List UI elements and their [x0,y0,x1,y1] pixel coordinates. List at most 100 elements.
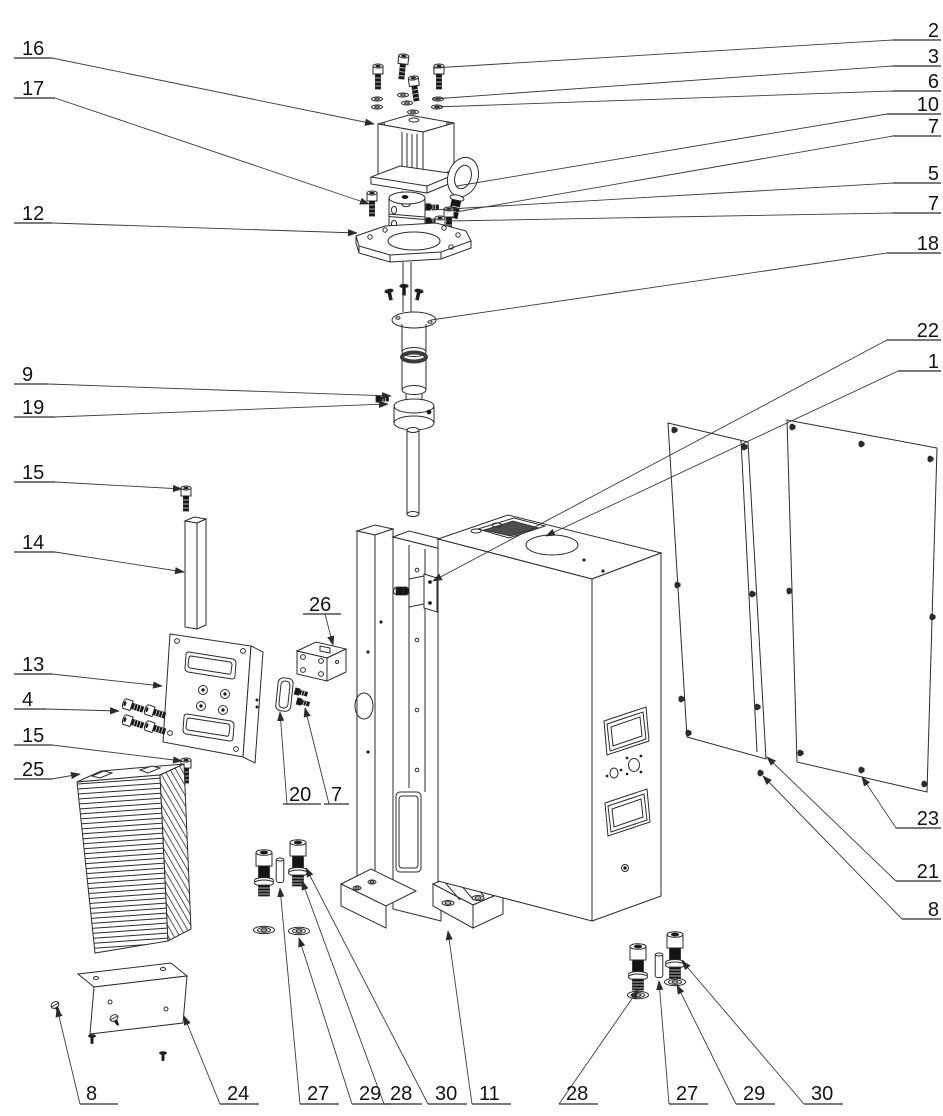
callout-5: 5 [431,163,941,211]
part-number-label: 7 [928,193,939,215]
callout-8: 8 [55,1007,118,1105]
callout-19: 19 [14,397,389,419]
part-number-label: 4 [22,689,33,711]
part-number-label: 26 [309,594,331,616]
part-number-label: 21 [917,861,939,883]
callout-4: 4 [14,689,120,715]
callout-9: 9 [14,364,392,400]
part-number-label: 19 [22,397,44,419]
leader-line [277,711,288,805]
part-number-label: 28 [390,1083,412,1105]
eye-bolt [446,156,480,220]
leader-line [676,984,737,1105]
leader-line [455,135,894,213]
part-number-label: 30 [435,1083,457,1105]
part-number-label: 7 [928,116,939,138]
leader-line [55,1007,81,1105]
part-number-label: 18 [917,233,939,255]
part-number-label: 28 [566,1083,588,1105]
mounting-plate [162,633,264,764]
callout-25: 25 [14,759,81,781]
leader-line [456,113,888,187]
leader-line [301,880,385,1105]
leader-line [51,57,375,126]
callout-26: 26 [303,594,341,646]
part-number-label: 15 [22,725,44,747]
callout-28: 28 [558,989,639,1105]
callout-27: 27 [656,980,708,1105]
leader-line [54,481,183,493]
part-number-label: 27 [676,1083,698,1105]
callout-17: 17 [14,78,370,205]
leader-line [51,744,183,764]
part-number-label: 16 [22,38,44,60]
leader-line [45,707,120,715]
callout-29: 29 [298,937,391,1105]
callout-1: 1 [545,351,941,537]
part-number-label: 11 [479,1083,500,1105]
leader-line [656,980,670,1105]
callout-29: 29 [676,984,775,1105]
guide-bar [183,516,208,630]
leader-line [54,400,389,418]
part-number-label: 23 [917,808,939,830]
callout-7: 7 [303,707,349,806]
part-number-label: 27 [307,1083,329,1105]
leader-line [558,989,639,1105]
main-enclosure [436,514,663,922]
part-number-label: 22 [917,320,939,342]
callout-15: 15 [14,462,183,493]
part-number-label: 24 [227,1083,249,1105]
callout-28: 28 [301,880,422,1105]
part-number-label: 9 [22,364,33,386]
leader-line [431,182,894,211]
callout-30: 30 [681,960,843,1105]
part-number-label: 8 [928,899,939,921]
side-panel-outer [786,419,938,793]
callout-15: 15 [14,725,183,764]
top-screw-set [371,52,445,115]
callout-3: 3 [432,46,941,100]
callout-16: 16 [14,38,375,126]
block-26 [295,641,348,682]
part-number-label: 29 [359,1083,381,1105]
leader-line [183,1015,221,1105]
leader-line [277,887,301,1105]
leader-line [54,97,370,205]
part-number-label: 10 [917,94,939,116]
part-number-label: 29 [743,1083,765,1105]
leader-line [762,775,903,920]
fastener-set-right [627,931,686,1000]
leader-line [434,90,894,108]
part-number-label: 14 [22,532,44,554]
finned-heatsink [76,763,192,954]
leader-line [51,222,358,237]
leader-line [51,772,81,780]
callout-6: 6 [434,71,941,108]
leader-line [324,613,335,646]
part-number-label: 8 [86,1083,97,1105]
leader-line [432,39,894,69]
cover-20 [275,677,294,712]
callout-7: 7 [446,193,941,222]
part-number-label: 20 [289,784,311,806]
leader-line [430,252,888,321]
front-bracket [76,962,189,1035]
screws-4 [120,697,168,737]
callout-27: 27 [277,887,339,1105]
screws-7-small [293,687,311,708]
part-number-label: 30 [811,1083,833,1105]
leader-line [305,867,429,1105]
leader-line [545,370,899,537]
part-number-label: 1 [928,351,939,373]
leader-line [54,551,185,575]
leader-line [445,930,473,1105]
callout-11: 11 [445,930,511,1105]
callout-20: 20 [277,711,321,806]
part-number-label: 17 [22,78,44,100]
leader-line [432,65,894,100]
part-number-label: 2 [928,20,939,42]
callout-10: 10 [456,94,941,187]
